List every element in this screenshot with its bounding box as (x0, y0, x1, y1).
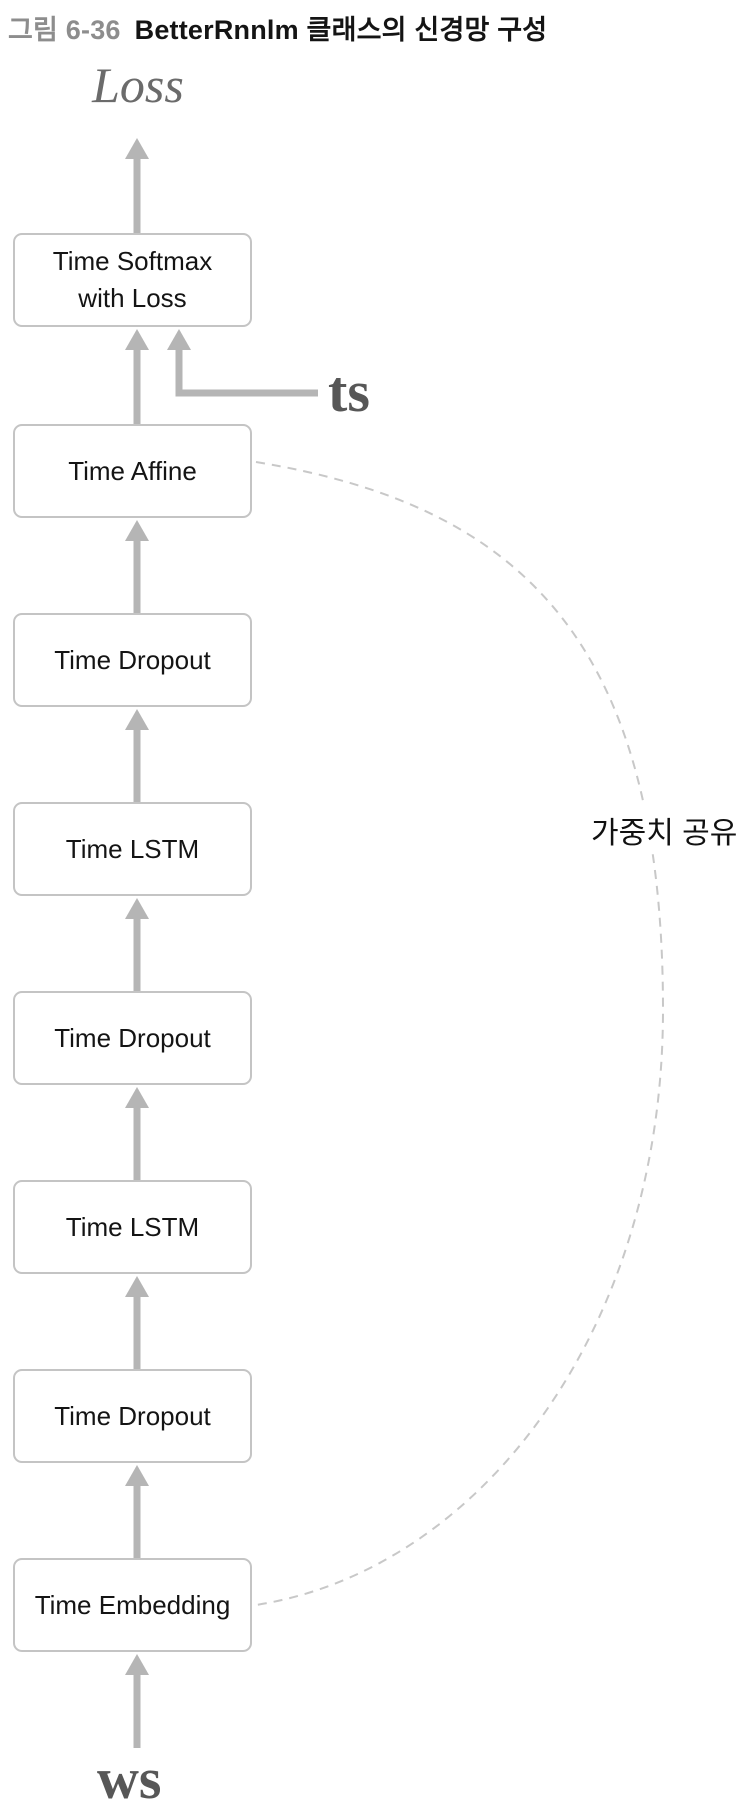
loss-output-label: Loss (92, 57, 184, 113)
weight-sharing-annotation: 가중치 공유 (585, 806, 744, 854)
arrow-into-node-3 (125, 898, 149, 991)
node-time-softmax-with-loss: Time Softmax with Loss (13, 233, 252, 327)
arrow-from-ts (167, 329, 318, 397)
node-time-dropout: Time Dropout (13, 613, 252, 707)
figure-number: 그림 6-36 (8, 15, 121, 45)
arrow-from-ws (125, 1654, 149, 1748)
arrow-into-node-5 (125, 1276, 149, 1369)
figure-title: BetterRnnlm 클래스의 신경망 구성 (134, 15, 548, 45)
ts-target-label: ts (328, 359, 370, 424)
arrow-into-node-1 (125, 520, 149, 613)
node-time-embedding: Time Embedding (13, 1558, 252, 1652)
node-time-dropout: Time Dropout (13, 991, 252, 1085)
weight-sharing-dashed-curve (255, 461, 665, 1606)
arrow-into-node-0 (125, 329, 149, 424)
arrow-into-node-2 (125, 709, 149, 802)
node-time-lstm: Time LSTM (13, 1180, 252, 1274)
node-time-dropout: Time Dropout (13, 1369, 252, 1463)
arrow-into-node-4 (125, 1087, 149, 1180)
figure-caption: 그림 6-36 BetterRnnlm 클래스의 신경망 구성 (8, 8, 547, 47)
arrow-into-node-6 (125, 1465, 149, 1558)
node-time-lstm: Time LSTM (13, 802, 252, 896)
ws-input-label: ws (97, 1746, 162, 1810)
arrow-to-loss (125, 138, 149, 233)
node-time-affine: Time Affine (13, 424, 252, 518)
